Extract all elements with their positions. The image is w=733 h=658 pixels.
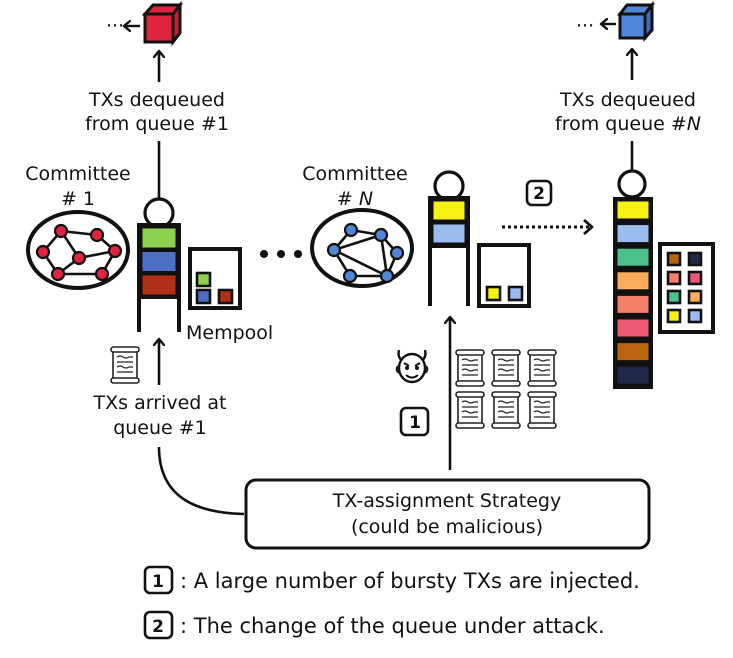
svg-text:1: 1 xyxy=(152,572,164,592)
legend: 1 : A large number of bursty TXs are inj… xyxy=(143,565,640,640)
mempool-tx-item xyxy=(666,289,682,305)
queue-tx-item xyxy=(614,340,652,364)
queue-tx-item xyxy=(139,249,179,274)
block-cube-icon-red xyxy=(141,0,184,47)
block-cube-icon-blue xyxy=(616,0,656,42)
mempool-n-under-attack xyxy=(658,242,715,334)
strategy-to-queue1-link xyxy=(157,446,245,516)
tx-assignment-strategy-box: TX-assignment Strategy (could be malicio… xyxy=(244,478,651,550)
right-chain-ellipsis: ··· xyxy=(576,15,594,37)
committee1-network-icon xyxy=(26,210,130,290)
queue-tx-item xyxy=(614,316,652,340)
svg-text:2: 2 xyxy=(152,617,164,637)
mempool-tx-item xyxy=(666,251,682,267)
mempool-label: Mempool xyxy=(186,322,273,344)
committee1-label-2: # 1 xyxy=(61,188,95,210)
mempool-n xyxy=(477,243,531,308)
badge-1: 1 xyxy=(399,406,430,437)
queue-tx-item xyxy=(614,292,652,316)
queue-tx-item xyxy=(614,245,652,269)
committee1-label-1: Committee xyxy=(25,163,130,185)
queue-n xyxy=(428,170,470,306)
committeeN-label-1: Committee xyxy=(302,163,407,185)
queue-tx-item xyxy=(430,221,468,246)
mempool-tx-item xyxy=(687,308,703,324)
right-block-chain: ··· xyxy=(576,0,656,42)
left-arrive-label-2: queue #1 xyxy=(113,417,207,439)
bursty-tx-scrolls xyxy=(455,349,557,429)
queue-tx-item xyxy=(614,198,652,222)
mempool-tx-item xyxy=(687,289,703,305)
svg-text:1: 1 xyxy=(409,413,421,433)
left-arrive-label-1: TXs arrived at xyxy=(93,392,227,414)
queue-n-under-attack xyxy=(613,169,653,389)
mempool-tx-item xyxy=(687,251,703,267)
mempool-tx-item xyxy=(195,271,212,288)
queue-tx-item xyxy=(614,269,652,293)
mempool-1 xyxy=(188,247,242,310)
queue-tx-item xyxy=(430,198,468,223)
queue-tx-item xyxy=(139,272,179,298)
svg-text:2: 2 xyxy=(533,184,545,204)
queue-tx-item xyxy=(139,225,179,251)
queue-1 xyxy=(137,197,181,332)
mempool-tx-item xyxy=(195,288,212,305)
mempool-tx-item xyxy=(485,285,502,302)
left-block-chain: ··· xyxy=(106,0,184,47)
svg-text:: A large number of bursty TXs: : A large number of bursty TXs are injec… xyxy=(180,569,640,593)
left-chain-ellipsis: ··· xyxy=(106,15,124,37)
mempool-tx-item xyxy=(687,270,703,286)
devil-icon xyxy=(395,349,429,384)
strategy-line-2: (could be malicious) xyxy=(351,516,543,538)
mempool-tx-item xyxy=(666,308,682,324)
right-dequeue-label-2: from queue #N xyxy=(555,113,701,135)
left-dequeue-label-2: from queue #1 xyxy=(85,113,229,135)
strategy-line-1: TX-assignment Strategy xyxy=(332,490,562,512)
left-dequeue-label-1: TXs dequeued xyxy=(88,89,225,111)
committeeN-network-icon xyxy=(310,208,414,288)
mempool-tx-item xyxy=(217,288,234,305)
svg-text:: The change of the queue unde: : The change of the queue under attack. xyxy=(180,614,605,638)
queue-tx-item xyxy=(614,222,652,246)
legend-item-2: 2 : The change of the queue under attack… xyxy=(143,610,605,640)
mempool-tx-item xyxy=(507,285,524,302)
tx-scroll-icon xyxy=(110,346,140,384)
queue-tx-item xyxy=(614,363,652,387)
committeeN-label-2: # N xyxy=(337,188,373,210)
mempool-tx-item xyxy=(666,270,682,286)
right-dequeue-label-1: TXs dequeued xyxy=(559,89,696,111)
legend-item-1: 1 : A large number of bursty TXs are inj… xyxy=(143,565,640,595)
committee-ellipsis xyxy=(260,250,302,258)
badge-2: 2 xyxy=(525,179,553,207)
